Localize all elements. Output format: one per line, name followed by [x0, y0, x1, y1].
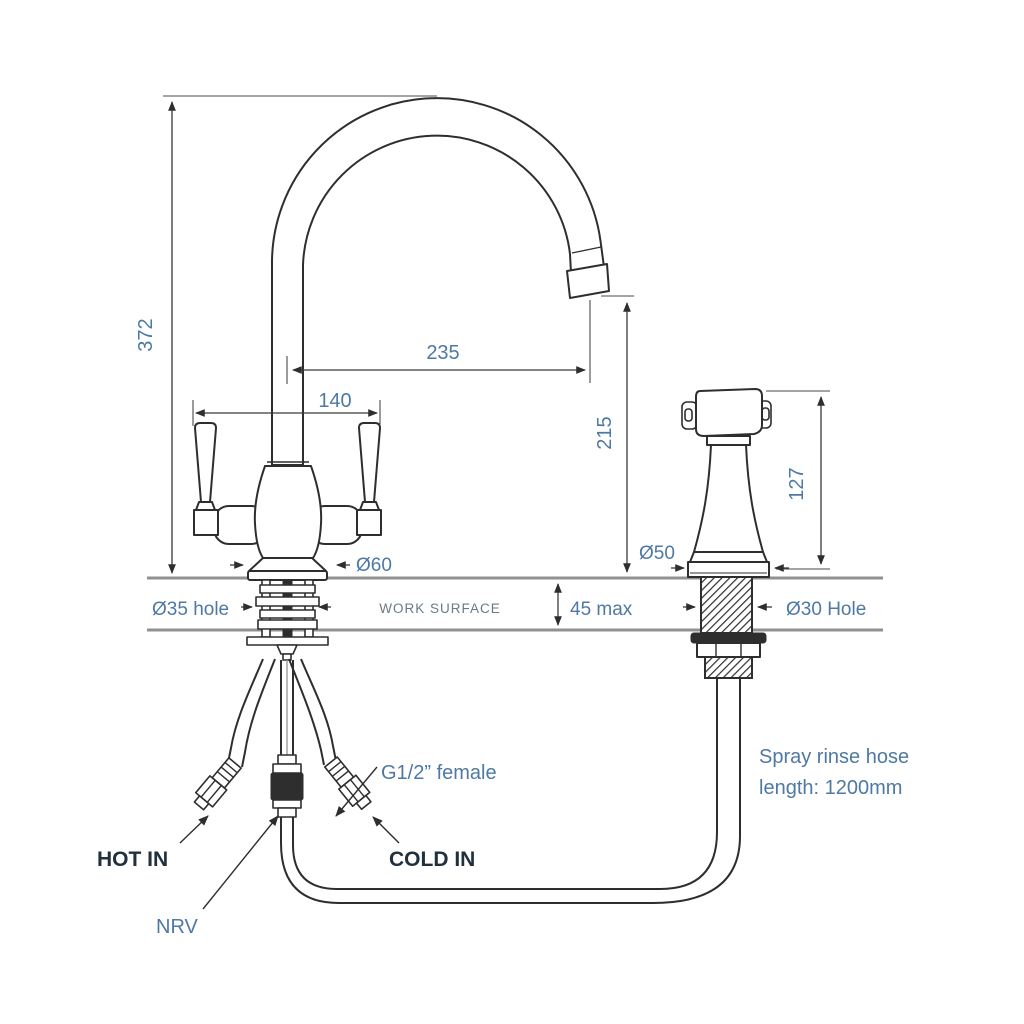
dim-215: 215: [594, 295, 634, 573]
faucet-tail-hardware: [246, 579, 329, 661]
dim-dia60-label: Ø60: [356, 555, 392, 576]
cold-hose-fitting: [323, 756, 372, 811]
nrv-valve: [270, 754, 304, 818]
spray-flange: [690, 632, 767, 644]
dim-dia50: Ø50: [639, 543, 789, 572]
faucet: [193, 97, 610, 661]
hot-in-label: HOT IN: [97, 848, 168, 871]
annotation-spray-hose: Spray rinse hose length: 1200mm: [759, 746, 909, 799]
dim-127: 127: [766, 390, 830, 570]
cold-in-label: COLD IN: [389, 848, 475, 871]
spray-locknut: [696, 642, 761, 658]
g12-female-label: G1/2” female: [381, 762, 497, 784]
faucet-escutcheon: [247, 570, 328, 581]
dim-140: 140: [192, 390, 381, 426]
spray-pedestal: [693, 444, 764, 553]
spray-shank-lower-thread: [704, 656, 753, 679]
spray-shank-thread: [700, 576, 753, 634]
annotation-hot-in: HOT IN: [97, 815, 209, 871]
hot-hose-fitting: [193, 757, 242, 811]
work-surface-label: WORK SURFACE: [379, 601, 501, 616]
left-lever-handle: [193, 422, 219, 536]
dim-235: 235: [286, 300, 591, 384]
nrv-label: NRV: [156, 916, 199, 938]
dim-140-label: 140: [318, 390, 351, 412]
dim-235-label: 235: [426, 342, 459, 364]
dim-dia60: Ø60: [230, 555, 392, 576]
spout-aerator: [566, 263, 610, 299]
dim-372: 372: [135, 95, 437, 574]
spray-head: [681, 388, 772, 446]
spray-hose-label-line2: length: 1200mm: [759, 777, 902, 799]
annotation-g12-female: G1/2” female: [335, 762, 497, 817]
dim-45-label: 45 max: [570, 599, 633, 620]
spray-hose-run: [292, 678, 718, 890]
dim-372-label: 372: [135, 318, 157, 351]
annotation-nrv: NRV: [156, 815, 279, 938]
spray-feed-line: [270, 660, 741, 904]
spray-head-collar: [706, 435, 751, 446]
dim-127-label: 127: [786, 467, 808, 500]
spray-base-flare: [689, 551, 768, 563]
spray-rinse-unit: [681, 388, 772, 679]
dim-dia30-label: Ø30 Hole: [786, 599, 866, 620]
dim-dia50-label: Ø50: [639, 543, 675, 564]
faucet-base-flare: [248, 557, 327, 572]
spray-hose-label-line1: Spray rinse hose: [759, 746, 909, 768]
faucet-body: [253, 465, 323, 559]
right-lever-handle: [356, 422, 382, 536]
annotation-cold-in: COLD IN: [372, 816, 475, 871]
dim-dia35-hole: Ø35 hole: [152, 599, 331, 620]
spray-base-plate: [687, 561, 770, 578]
dim-45-max: 45 max: [554, 583, 633, 626]
cold-supply-hose: [288, 658, 372, 811]
dim-dia30-hole: Ø30 Hole: [683, 599, 866, 620]
dim-dia35-label: Ø35 hole: [152, 599, 229, 620]
faucet-spout: [270, 97, 605, 466]
spout-end-joint: [571, 246, 602, 254]
dim-215-label: 215: [594, 416, 616, 449]
hot-supply-hose: [193, 658, 276, 811]
